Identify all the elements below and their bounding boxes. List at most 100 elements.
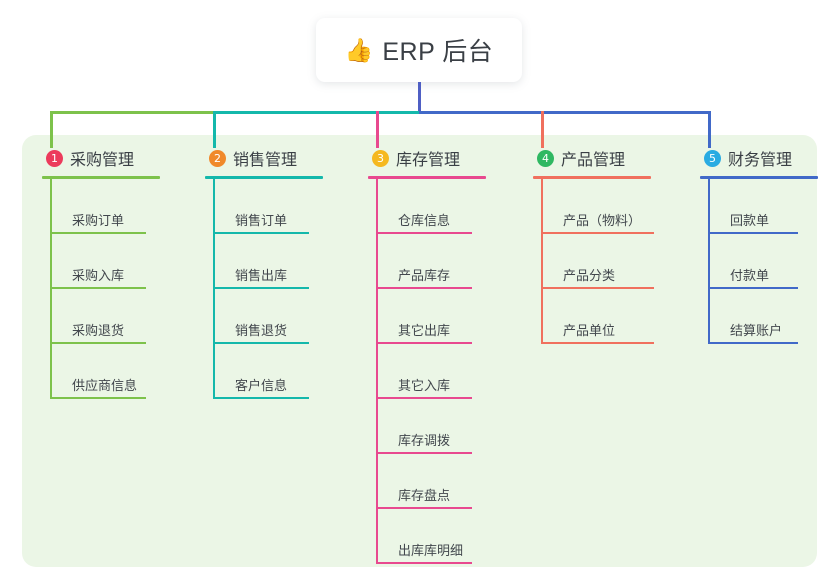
tree-item[interactable]: 出库库明细	[376, 509, 472, 564]
item-underline	[376, 342, 472, 344]
column-items-3: 仓库信息产品库存其它出库其它入库库存调拨库存盘点出库库明细	[376, 179, 486, 564]
tree-item-label: 回款单	[730, 213, 770, 228]
column-title-1: 采购管理	[70, 152, 135, 169]
column-items-5: 回款单付款单结算账户	[708, 179, 818, 344]
tree-item[interactable]: 回款单	[708, 179, 798, 234]
tree-item-label: 付款单	[730, 268, 770, 283]
connector-drop-1	[50, 111, 53, 148]
item-underline	[376, 562, 472, 564]
branch-column-5: 5 财务管理回款单付款单结算账户	[700, 146, 818, 344]
item-stem	[541, 289, 543, 344]
item-stem	[708, 179, 710, 234]
item-stem	[50, 344, 52, 399]
item-underline	[708, 232, 798, 234]
column-items-4: 产品（物料） 产品分类产品单位	[541, 179, 654, 344]
item-stem	[376, 399, 378, 454]
tree-item[interactable]: 销售出库	[213, 234, 309, 289]
column-header-5[interactable]: 5 财务管理	[700, 146, 818, 170]
tree-item[interactable]: 产品（物料）	[541, 179, 654, 234]
tree-item-label: 产品库存	[398, 268, 451, 283]
tree-item[interactable]: 库存盘点	[376, 454, 472, 509]
tree-item[interactable]: 产品分类	[541, 234, 654, 289]
thumbs-up-icon: 👍	[344, 36, 374, 63]
item-stem	[376, 454, 378, 509]
connector-bus-2	[213, 111, 421, 114]
column-underline-4	[533, 176, 651, 179]
item-underline	[376, 452, 472, 454]
tree-item[interactable]: 产品单位	[541, 289, 654, 344]
column-underline-5	[700, 176, 818, 179]
item-underline	[50, 287, 146, 289]
tree-item-label: 销售出库	[235, 268, 288, 283]
tree-item-label: 产品分类	[563, 268, 616, 283]
column-title-3: 库存管理	[396, 152, 461, 169]
tree-item[interactable]: 结算账户	[708, 289, 798, 344]
item-stem	[213, 344, 215, 399]
tree-item-label: 采购退货	[72, 323, 125, 338]
tree-item-label: 供应商信息	[72, 378, 138, 393]
column-badge-5: 5	[704, 149, 721, 167]
tree-item[interactable]: 采购退货	[50, 289, 146, 344]
item-stem	[376, 179, 378, 234]
item-underline	[213, 342, 309, 344]
item-underline	[213, 397, 309, 399]
item-stem	[708, 234, 710, 289]
item-stem	[50, 179, 52, 234]
column-badge-4: 4	[537, 149, 554, 167]
connector-bus-1	[50, 111, 216, 114]
item-underline	[213, 232, 309, 234]
tree-item[interactable]: 库存调拨	[376, 399, 472, 454]
item-stem	[376, 289, 378, 344]
column-underline-3	[368, 176, 486, 179]
tree-item[interactable]: 付款单	[708, 234, 798, 289]
tree-item-label: 库存调拨	[398, 433, 451, 448]
tree-item-label: 结算账户	[730, 323, 783, 338]
item-underline	[376, 232, 472, 234]
column-header-3[interactable]: 3 库存管理	[368, 146, 486, 170]
tree-item-label: 采购订单	[72, 213, 125, 228]
background-panel	[22, 135, 817, 567]
item-stem	[541, 179, 543, 234]
tree-item-label: 产品单位	[563, 323, 616, 338]
tree-item[interactable]: 其它入库	[376, 344, 472, 399]
connector-drop-4	[541, 111, 544, 148]
tree-item-label: 库存盘点	[398, 488, 451, 503]
tree-item-label: 其它出库	[398, 323, 451, 338]
tree-item-label: 客户信息	[235, 378, 288, 393]
tree-item[interactable]: 客户信息	[213, 344, 309, 399]
item-underline	[541, 232, 654, 234]
tree-item[interactable]: 供应商信息	[50, 344, 146, 399]
column-badge-3: 3	[372, 149, 389, 167]
tree-item-label: 销售订单	[235, 213, 288, 228]
connector-drop-2	[213, 111, 216, 148]
column-underline-1	[42, 176, 160, 179]
item-underline	[708, 287, 798, 289]
tree-item-label: 其它入库	[398, 378, 451, 393]
item-underline	[376, 397, 472, 399]
item-underline	[50, 397, 146, 399]
tree-item[interactable]: 其它出库	[376, 289, 472, 344]
connector-drop-3	[376, 111, 379, 148]
column-title-5: 财务管理	[728, 152, 793, 169]
tree-item[interactable]: 销售退货	[213, 289, 309, 344]
tree-item[interactable]: 销售订单	[213, 179, 309, 234]
tree-item[interactable]: 产品库存	[376, 234, 472, 289]
tree-item[interactable]: 仓库信息	[376, 179, 472, 234]
root-node[interactable]: 👍 ERP 后台	[316, 18, 522, 82]
tree-item[interactable]: 采购入库	[50, 234, 146, 289]
connector-drop-5	[708, 111, 711, 148]
column-items-1: 采购订单采购入库采购退货供应商信息	[50, 179, 160, 399]
column-underline-2	[205, 176, 323, 179]
item-underline	[50, 342, 146, 344]
item-underline	[50, 232, 146, 234]
item-underline	[541, 287, 654, 289]
item-stem	[50, 234, 52, 289]
tree-item[interactable]: 采购订单	[50, 179, 146, 234]
tree-item-label: 仓库信息	[398, 213, 451, 228]
tree-item-label: 采购入库	[72, 268, 125, 283]
